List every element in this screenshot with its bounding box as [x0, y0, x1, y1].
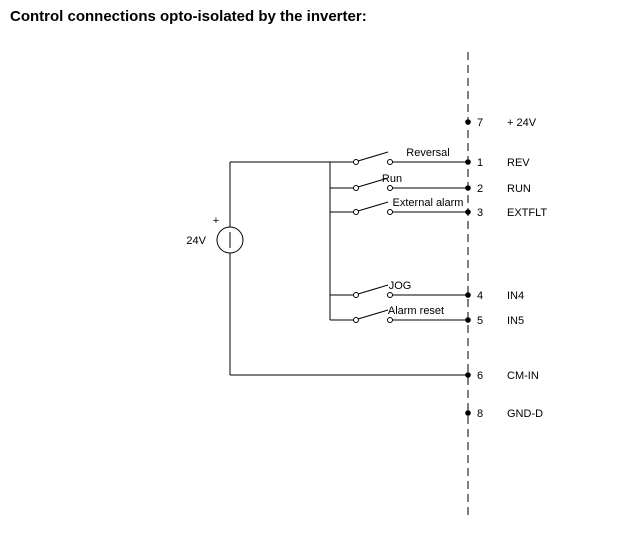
switch-contact — [387, 292, 393, 298]
terminal-dot — [465, 159, 471, 165]
switch-contact — [353, 159, 359, 165]
terminal-dot — [465, 410, 471, 416]
terminal-name: GND-D — [507, 408, 543, 420]
switch-label: External alarm — [393, 197, 464, 209]
switch-external-alarm: External alarm — [353, 197, 464, 215]
switch-blade — [357, 177, 389, 188]
supply-source-24v: + 24V — [186, 215, 244, 254]
terminal-8: 8 GND-D — [465, 408, 543, 420]
switch-label: JOG — [389, 280, 412, 292]
terminal-dot — [465, 317, 471, 323]
terminal-number: 1 — [477, 157, 483, 169]
terminal-dot — [465, 372, 471, 378]
switch-blade — [357, 151, 389, 162]
switch-contact — [387, 317, 393, 323]
switch-blade — [357, 309, 389, 320]
terminal-number: 4 — [477, 290, 483, 302]
switch-alarm-reset: Alarm reset — [353, 305, 444, 323]
terminal-3: 3 EXTFLT — [465, 207, 547, 219]
switch-jog: JOG — [353, 280, 412, 298]
terminal-name: CM-IN — [507, 370, 539, 382]
terminal-number: 6 — [477, 370, 483, 382]
terminal-number: 2 — [477, 183, 483, 195]
terminal-number: 8 — [477, 408, 483, 420]
switch-contact — [387, 209, 393, 215]
switch-blade — [357, 284, 389, 295]
switch-reversal: Reversal — [353, 147, 450, 165]
switch-label: Run — [382, 173, 402, 185]
switch-contact — [387, 159, 393, 165]
terminal-dot — [465, 119, 471, 125]
terminal-name: IN4 — [507, 290, 524, 302]
terminal-7: 7 + 24V — [465, 117, 537, 129]
switch-contact — [353, 292, 359, 298]
switch-contact — [353, 317, 359, 323]
wiring — [229, 161, 468, 376]
switch-run: Run — [353, 173, 402, 191]
terminal-4: 4 IN4 — [465, 290, 524, 302]
terminal-name: + 24V — [507, 117, 537, 129]
terminal-name: IN5 — [507, 315, 524, 327]
switch-label: Alarm reset — [388, 305, 444, 317]
switch-contact — [387, 185, 393, 191]
page-title: Control connections opto-isolated by the… — [10, 8, 367, 25]
terminal-number: 3 — [477, 207, 483, 219]
switch-contact — [353, 185, 359, 191]
terminal-number: 5 — [477, 315, 483, 327]
terminal-name: RUN — [507, 183, 531, 195]
switch-label: Reversal — [406, 147, 449, 159]
terminal-name: EXTFLT — [507, 207, 547, 219]
terminal-5: 5 IN5 — [465, 315, 524, 327]
terminal-number: 7 — [477, 117, 483, 129]
terminal-6: 6 CM-IN — [465, 370, 539, 382]
terminal-dot — [465, 292, 471, 298]
switch-blade — [357, 201, 389, 212]
terminal-name: REV — [507, 157, 530, 169]
terminal-2: 2 RUN — [465, 183, 531, 195]
switch-contact — [353, 209, 359, 215]
terminal-1: 1 REV — [465, 157, 530, 169]
source-polarity-label: + — [213, 215, 219, 227]
source-voltage-label: 24V — [186, 235, 206, 247]
terminal-dot — [465, 209, 471, 215]
terminal-dot — [465, 185, 471, 191]
